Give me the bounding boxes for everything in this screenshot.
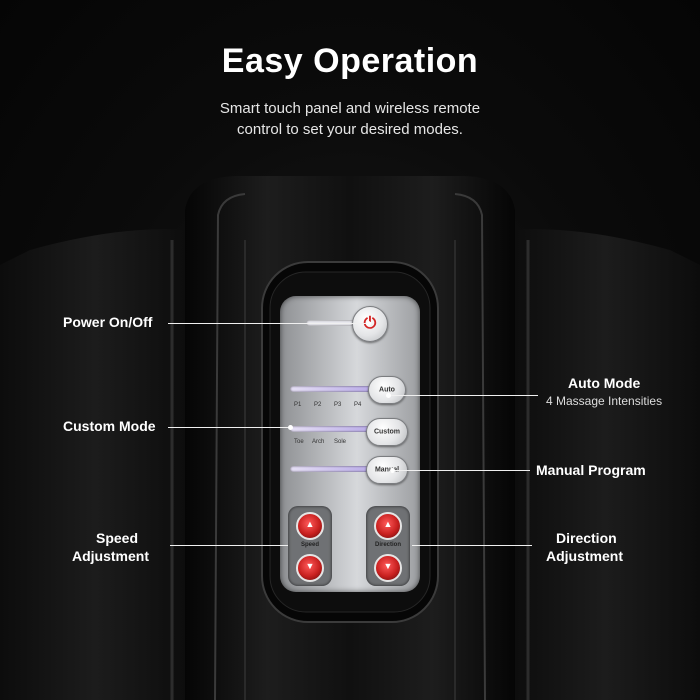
speed-pad-label: Speed xyxy=(300,542,319,548)
callout-manual-dot xyxy=(390,468,395,473)
direction-down-icon: ▼ xyxy=(383,561,393,571)
callout-auto-dot xyxy=(386,393,391,398)
left-fabric-cover xyxy=(0,229,190,700)
shell-left-ridge xyxy=(214,193,246,700)
speed-down-icon: ▼ xyxy=(305,561,315,571)
page-subtitle: Smart touch panel and wireless remote co… xyxy=(0,98,700,140)
callout-custom-line xyxy=(168,427,290,428)
speed-pad: ▲ Speed ▼ xyxy=(288,506,332,586)
callout-manual-line xyxy=(392,470,530,471)
speed-up-icon: ▲ xyxy=(305,519,315,529)
custom-track xyxy=(290,426,378,432)
callout-auto-line xyxy=(388,395,538,396)
auto-track xyxy=(290,386,378,392)
direction-up-icon: ▲ xyxy=(383,519,393,529)
callout-custom: Custom Mode xyxy=(63,418,156,434)
callout-direction-line1: Direction xyxy=(556,530,617,546)
speed-down-button[interactable]: ▼ xyxy=(296,554,324,582)
callout-direction-line xyxy=(412,545,532,546)
auto-tick-p2: P2 xyxy=(314,402,322,408)
direction-pad-label: Direction xyxy=(374,542,401,548)
callout-power: Power On/Off xyxy=(63,314,153,330)
custom-button[interactable]: Custom xyxy=(366,418,408,446)
right-fabric-cover xyxy=(510,229,700,700)
custom-tick-toe: Toe xyxy=(294,439,304,445)
auto-button-label: Auto xyxy=(379,386,395,394)
subtitle-line-2: control to set your desired modes. xyxy=(237,121,463,138)
manual-button-label: Manual xyxy=(374,466,400,474)
callout-direction-line2: Adjustment xyxy=(546,548,623,564)
callout-manual: Manual Program xyxy=(536,462,646,478)
speed-up-button[interactable]: ▲ xyxy=(296,512,324,540)
auto-tick-p1: P1 xyxy=(294,402,302,408)
callout-speed-line1: Speed xyxy=(95,530,138,546)
direction-down-button[interactable]: ▼ xyxy=(374,554,402,582)
callout-speed-line xyxy=(170,545,288,546)
custom-tick-sole: Sole xyxy=(334,439,347,445)
auto-button[interactable]: Auto xyxy=(368,376,406,404)
auto-tick-p4: P4 xyxy=(354,402,362,408)
direction-up-button[interactable]: ▲ xyxy=(374,512,402,540)
manual-track xyxy=(290,466,378,472)
custom-button-label: Custom xyxy=(373,428,401,436)
callout-auto: Auto Mode xyxy=(568,375,641,391)
shell-right-ridge xyxy=(454,193,486,700)
subtitle-line-1: Smart touch panel and wireless remote xyxy=(219,100,481,117)
page-title: Easy Operation xyxy=(221,42,479,80)
callout-custom-dot xyxy=(288,425,293,430)
auto-tick-p3: P3 xyxy=(334,402,342,408)
callout-speed-line2: Adjustment xyxy=(72,548,149,564)
custom-tick-arch: Arch xyxy=(312,439,325,445)
direction-pad: ▲ Direction ▼ xyxy=(366,506,410,586)
touch-panel: ⏻ P1 P2 P3 P4 Auto Toe Arch Sole Custom … xyxy=(280,296,420,592)
callout-auto-sub: 4 Massage Intensities xyxy=(546,394,663,408)
callout-power-line xyxy=(168,323,368,324)
callout-power-dot xyxy=(366,321,371,326)
